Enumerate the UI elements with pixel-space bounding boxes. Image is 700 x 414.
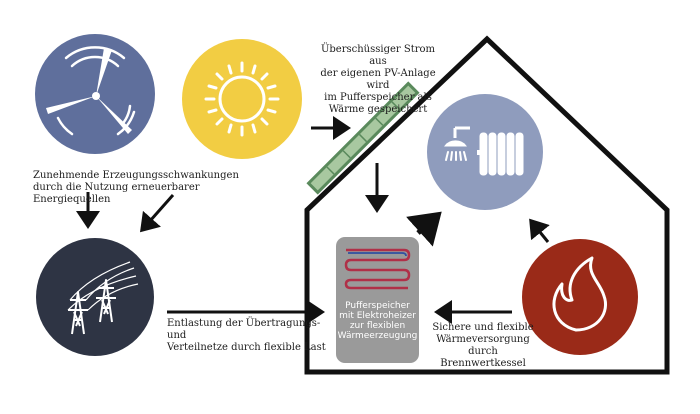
arrow-boiler-to-heating [529,218,550,243]
wind-turbine-icon [35,34,155,154]
label-heat-supply: Sichere und flexible Wärmeversorgung dur… [432,322,534,369]
arrows [76,116,550,324]
power-pylon-icon [36,238,154,356]
label-fluctuations: Zunehmende Erzeugungsschwankungen durch … [33,170,239,205]
label-pv-surplus: Überschüssiger Strom aus der eigenen PV-… [320,44,436,115]
label-buffer-tank: Pufferspeicher mit Elektroheizer zur fle… [337,301,418,341]
shower-radiator-icon [427,94,543,210]
arrow-tank-to-heating [406,211,442,247]
arrow-sun-to-grid [140,194,175,233]
label-grid-relief: Entlastung der Übertragungs- und Verteil… [167,318,326,353]
flame-icon [522,239,638,355]
sun-icon [182,39,302,159]
buffer-tank-icon [336,237,419,363]
solar-panel-icon [306,81,420,195]
house-outline [304,35,670,375]
